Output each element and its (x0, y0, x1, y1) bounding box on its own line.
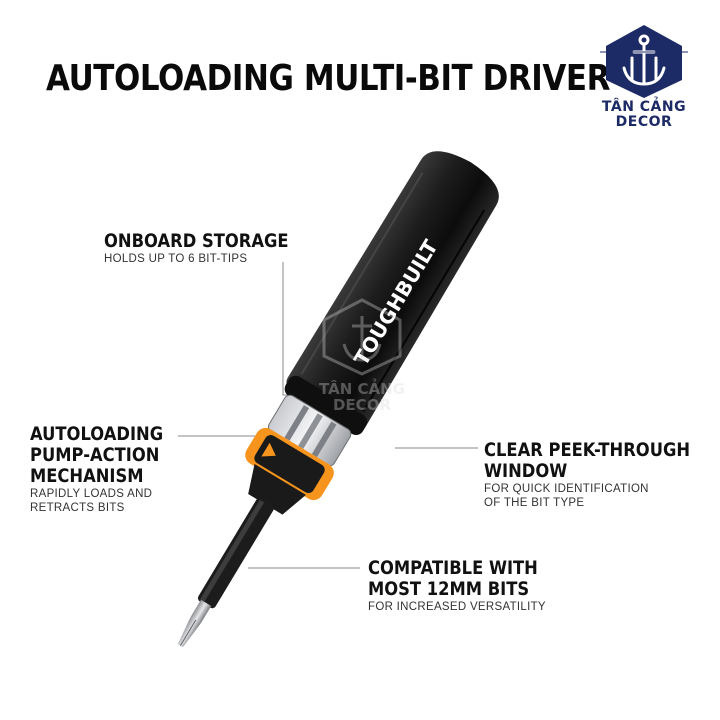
autoload-heading-1: AUTOLOADING (30, 423, 164, 445)
brand-logo: TÂN CẢNG DECOR (594, 22, 694, 130)
bits-heading-1: COMPATIBLE WITH (368, 557, 538, 579)
autoload-heading-2: PUMP-ACTION (30, 444, 160, 466)
driver-handle (284, 151, 499, 436)
bits-sub: FOR INCREASED VERSATILITY (368, 601, 546, 613)
watermark-line2: DECOR (333, 396, 391, 414)
window-heading-2: WINDOW (484, 460, 568, 482)
window-sub-1: FOR QUICK IDENTIFICATION (484, 483, 649, 495)
bits-heading-2: MOST 12MM BITS (368, 578, 530, 600)
anchor-icon (600, 25, 688, 98)
autoload-heading-3: MECHANISM (30, 465, 144, 487)
window-heading-1: CLEAR PEEK-THROUGH (484, 439, 691, 461)
window-sub-2: OF THE BIT TYPE (484, 497, 585, 509)
peek-through-window (267, 394, 352, 467)
watermark: TÂN CẢNG DECOR (319, 298, 405, 414)
watermark-line1: TÂN CẢNG (319, 377, 405, 398)
storage-sub: HOLDS UP TO 6 BIT-TIPS (104, 253, 248, 265)
logo-line1: TÂN CẢNG (601, 99, 687, 115)
pump-action-collar (245, 427, 334, 501)
autoload-sub-1: RAPIDLY LOADS AND (30, 488, 153, 500)
driver-bit (177, 599, 212, 648)
page-title: AUTOLOADING MULTI-BIT DRIVER (46, 58, 611, 99)
logo-line2: DECOR (615, 114, 673, 130)
autoload-sub-2: RETRACTS BITS (30, 502, 125, 514)
storage-heading: ONBOARD STORAGE (104, 230, 289, 252)
